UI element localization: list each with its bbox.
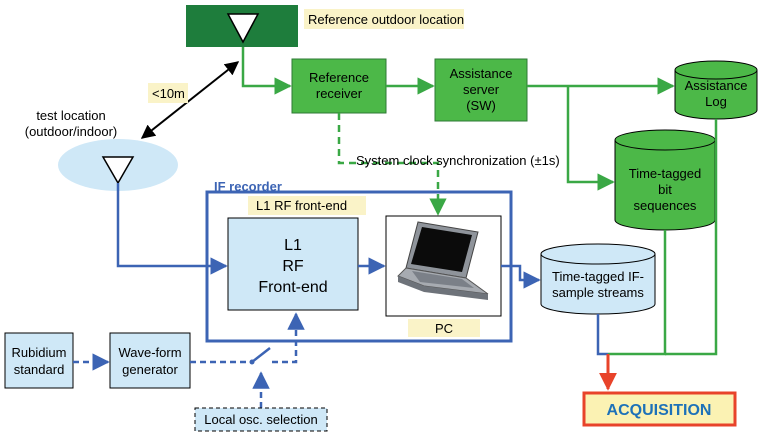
assistance-log-label: Assistance (685, 78, 748, 93)
green-links (241, 47, 718, 356)
antenna-to-receiver-link (241, 47, 292, 95)
distance-arrow (140, 61, 240, 139)
assistance-server-label: Assistance (450, 66, 513, 81)
server-to-bitseq-link (566, 86, 615, 191)
test-location-sublabel: (outdoor/indoor) (25, 124, 118, 139)
rubidium-label: Rubidium (12, 345, 67, 360)
blue-links (73, 183, 608, 408)
waveform-box (109, 332, 191, 389)
frontend-box (227, 217, 359, 311)
streams-to-acq-link (596, 314, 608, 356)
acquisition-label: ACQUISITION (607, 402, 712, 419)
clock-sync-link (337, 113, 447, 216)
assistance-server-sublabel: server (463, 82, 500, 97)
bit-sequences-sublabel: bit (658, 182, 672, 197)
clock-sync-label: System clock synchronization (±1s) (356, 153, 560, 168)
reference-antenna (186, 5, 298, 47)
test-antenna-icon (101, 156, 135, 185)
local-osc-selection-box (194, 407, 328, 432)
if-streams-db (540, 243, 656, 315)
switch-lever (251, 347, 271, 363)
frontend-type: Front-end (258, 279, 327, 296)
antenna-icon (226, 13, 260, 44)
test-location-label: test location (36, 108, 105, 123)
distance-label: <10m (152, 86, 185, 101)
assistance-server-type: (SW) (466, 98, 496, 113)
reference-outdoor-label: Reference outdoor location (308, 12, 464, 27)
acquisition-box (582, 391, 737, 427)
if-streams-label: Time-tagged IF- (552, 269, 644, 284)
frontend-sublabel: RF (282, 258, 304, 275)
log-to-acq-link (665, 119, 718, 356)
bit-sequences-db (614, 129, 716, 231)
switch-contact (249, 359, 255, 365)
local-osc-selection-label: Local osc. selection (204, 412, 317, 427)
assistance-server-box (434, 58, 528, 122)
l1-frontend-label: L1 RF front-end (256, 198, 347, 213)
reference-receiver-label: Reference (309, 70, 369, 85)
bit-sequences-label: Time-tagged (629, 166, 702, 181)
waveform-sublabel: generator (122, 362, 178, 377)
pc-label: PC (435, 321, 453, 336)
waveform-label: Wave-form (118, 345, 181, 360)
reference-receiver-box (291, 58, 387, 114)
if-recorder-label: IF recorder (214, 179, 282, 194)
bit-sequences-type: sequences (634, 198, 697, 213)
pc-to-streams-link (501, 264, 541, 289)
pc-label-bg (408, 319, 480, 337)
laptop-icon (397, 221, 489, 300)
if-streams-sublabel: sample streams (552, 285, 644, 300)
reference-receiver-sublabel: receiver (316, 86, 363, 101)
assistance-log-sublabel: Log (705, 94, 727, 109)
assistance-log-db (674, 60, 758, 120)
rubidium-box (4, 332, 74, 389)
reference-outdoor-label-bg (304, 9, 464, 29)
distance-label-bg (148, 83, 188, 103)
switch-to-frontend-link (272, 312, 305, 364)
rubidium-sublabel: standard (14, 362, 65, 377)
l1-frontend-label-bg (248, 196, 366, 215)
frontend-label: L1 (284, 237, 302, 254)
antenna-to-frontend-link (116, 183, 228, 275)
